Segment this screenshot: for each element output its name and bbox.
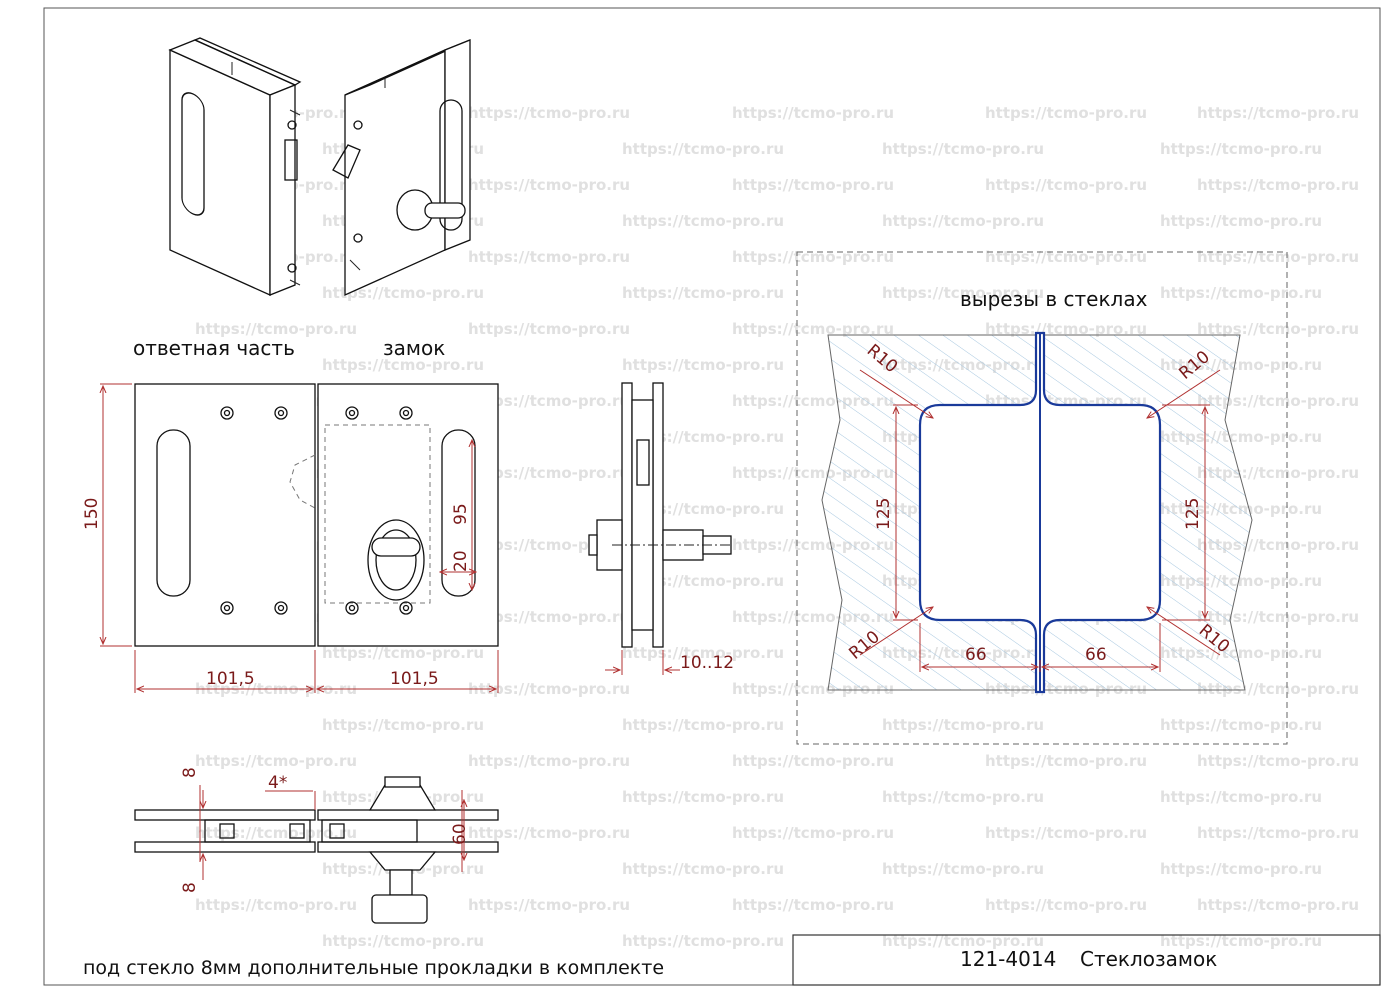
watermark-text: https://tcmo-pro.ru <box>322 716 484 734</box>
watermark-text: https://tcmo-pro.ru <box>1197 104 1359 122</box>
watermark-text: https://tcmo-pro.ru <box>322 284 484 302</box>
dim-height-150: 150 <box>82 498 102 530</box>
label-glass-cutouts: вырезы в стеклах <box>960 287 1148 311</box>
dim-plan-4: 4* <box>268 773 287 793</box>
watermark-text: https://tcmo-pro.ru <box>195 752 357 770</box>
watermark-text: https://tcmo-pro.ru <box>882 284 1044 302</box>
watermark-text: https://tcmo-pro.ru <box>882 140 1044 158</box>
watermark-text: https://tcmo-pro.ru <box>985 320 1147 338</box>
watermark-text: https://tcmo-pro.ru <box>985 896 1147 914</box>
watermark-text: https://tcmo-pro.ru <box>468 320 630 338</box>
watermark-text: https://tcmo-pro.ru <box>1160 788 1322 806</box>
watermark-text: https://tcmo-pro.ru <box>1160 284 1322 302</box>
watermark-text: https://tcmo-pro.ru <box>732 752 894 770</box>
title-name: Стеклозамок <box>1080 947 1217 971</box>
watermark-text: https://tcmo-pro.ru <box>1197 824 1359 842</box>
dim-plan-8-top: 8 <box>180 767 200 778</box>
watermark-text: https://tcmo-pro.ru <box>468 896 630 914</box>
watermark-text: https://tcmo-pro.ru <box>985 248 1147 266</box>
watermark-text: https://tcmo-pro.ru <box>732 824 894 842</box>
watermark-text: https://tcmo-pro.ru <box>468 752 630 770</box>
dim-cut-125-left: 125 <box>874 498 894 530</box>
label-strike-part: ответная часть <box>133 336 295 360</box>
watermark-text: https://tcmo-pro.ru <box>732 104 894 122</box>
watermark-text: https://tcmo-pro.ru <box>1197 608 1359 626</box>
watermark-text: https://tcmo-pro.ru <box>882 860 1044 878</box>
watermark-text: https://tcmo-pro.ru <box>882 716 1044 734</box>
watermark-text: https://tcmo-pro.ru <box>622 284 784 302</box>
watermark-text: https://tcmo-pro.ru <box>1160 212 1322 230</box>
dim-width-strike: 101,5 <box>206 669 255 689</box>
dim-cut-125-right: 125 <box>1183 498 1203 530</box>
watermark-text: https://tcmo-pro.ru <box>468 392 630 410</box>
watermark-text: https://tcmo-pro.ru <box>732 248 894 266</box>
dim-slot-95: 95 <box>451 503 471 525</box>
watermark-text: https://tcmo-pro.ru <box>1197 320 1359 338</box>
watermark-text: https://tcmo-pro.ru <box>622 860 784 878</box>
watermark-text: https://tcmo-pro.ru <box>468 104 630 122</box>
dim-slot-20: 20 <box>451 550 471 572</box>
watermark-text: https://tcmo-pro.ru <box>468 608 630 626</box>
watermark-text: https://tcmo-pro.ru <box>468 680 630 698</box>
side-view <box>588 382 732 675</box>
watermark-text: https://tcmo-pro.ru <box>882 932 1044 950</box>
watermark-text: https://tcmo-pro.ru <box>882 788 1044 806</box>
watermark-text: https://tcmo-pro.ru <box>732 320 894 338</box>
watermark-text: https://tcmo-pro.ru <box>195 896 357 914</box>
watermark-text: https://tcmo-pro.ru <box>985 824 1147 842</box>
watermark-text: https://tcmo-pro.ru <box>322 356 484 374</box>
watermark-text: https://tcmo-pro.ru <box>622 356 784 374</box>
iso-lock <box>332 39 471 297</box>
dim-width-lock: 101,5 <box>390 669 439 689</box>
watermark-text: https://tcmo-pro.ru <box>985 104 1147 122</box>
watermark-text: https://tcmo-pro.ru <box>1197 896 1359 914</box>
dim-cut-66-left: 66 <box>965 645 987 665</box>
front-lock <box>317 383 499 647</box>
watermark-text: https://tcmo-pro.ru <box>732 896 894 914</box>
watermark-text: https://tcmo-pro.ru <box>732 176 894 194</box>
watermark-text: https://tcmo-pro.ru <box>622 788 784 806</box>
watermark-text: https://tcmo-pro.ru <box>468 464 630 482</box>
watermark-text: https://tcmo-pro.ru <box>985 176 1147 194</box>
dim-plan-8-bottom: 8 <box>180 882 200 893</box>
watermark-text: https://tcmo-pro.ru <box>468 824 630 842</box>
watermark-text: https://tcmo-pro.ru <box>1197 176 1359 194</box>
watermark-text: https://tcmo-pro.ru <box>882 212 1044 230</box>
watermark-text: https://tcmo-pro.ru <box>1197 752 1359 770</box>
dim-plan-60: 60 <box>450 823 470 845</box>
watermark-text: https://tcmo-pro.ru <box>322 644 484 662</box>
sheet-border <box>43 7 1381 986</box>
watermark-text: https://tcmo-pro.ru <box>1160 716 1322 734</box>
plan-view <box>134 776 499 924</box>
watermark-text: https://tcmo-pro.ru <box>1197 392 1359 410</box>
iso-strike-part <box>168 37 302 297</box>
footer-note: под стекло 8мм дополнительные прокладки … <box>83 957 664 979</box>
watermark-text: https://tcmo-pro.ru <box>1160 932 1322 950</box>
watermark-text: https://tcmo-pro.ru <box>322 932 484 950</box>
title-code: 121-4014 <box>960 947 1056 971</box>
watermark-text: https://tcmo-pro.ru <box>195 320 357 338</box>
watermark-text: https://tcmo-pro.ru <box>468 248 630 266</box>
watermark-text: https://tcmo-pro.ru <box>195 824 357 842</box>
title-block <box>792 934 1381 986</box>
watermark-text: https://tcmo-pro.ru <box>1197 248 1359 266</box>
watermark-text: https://tcmo-pro.ru <box>622 716 784 734</box>
cutout-detail <box>796 251 1288 745</box>
front-strike-part <box>134 383 316 647</box>
watermark-text: https://tcmo-pro.ru <box>1160 860 1322 878</box>
dim-cut-66-right: 66 <box>1085 645 1107 665</box>
watermark-text: https://tcmo-pro.ru <box>985 752 1147 770</box>
dim-glass-gap: 10..12 <box>680 653 734 673</box>
label-lock: замок <box>383 336 445 360</box>
watermark-text: https://tcmo-pro.ru <box>622 932 784 950</box>
watermark-text: https://tcmo-pro.ru <box>1160 140 1322 158</box>
watermark-text: https://tcmo-pro.ru <box>622 212 784 230</box>
watermark-text: https://tcmo-pro.ru <box>468 176 630 194</box>
watermark-text: https://tcmo-pro.ru <box>622 140 784 158</box>
front-dimensions <box>100 383 499 693</box>
